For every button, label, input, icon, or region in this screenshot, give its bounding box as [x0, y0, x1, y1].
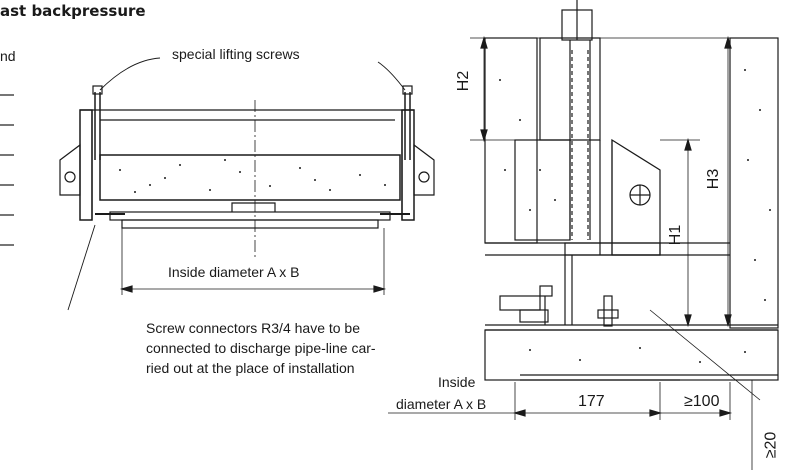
- dimension-177: 177: [578, 393, 605, 410]
- note-line-2: connected to discharge pipe-line car-: [146, 340, 376, 356]
- screw-connectors-note: Screw connectors R3/4 have to be connect…: [146, 318, 406, 378]
- middle-section-view: [59, 57, 435, 311]
- diameter-label: diameter A x B: [396, 396, 487, 412]
- dimension-20: ≥20: [762, 431, 780, 459]
- note-line-1: Screw connectors R3/4 have to be: [146, 320, 361, 336]
- left-partial-label: nd: [0, 48, 16, 64]
- page-title: ast backpressure: [0, 2, 146, 20]
- dimension-100: ≥100: [684, 393, 720, 410]
- inside-label: Inside: [438, 374, 476, 390]
- left-table-lines: [0, 94, 14, 246]
- lifting-screws-label: special lifting screws: [172, 46, 300, 62]
- inside-diameter-label: Inside diameter A x B: [168, 264, 300, 280]
- right-section-view: [388, 0, 779, 470]
- dimension-h1: H1: [667, 224, 685, 246]
- dimension-h3: H3: [705, 168, 723, 190]
- note-line-3: ried out at the place of installation: [146, 360, 355, 376]
- dimension-h2: H2: [455, 70, 473, 92]
